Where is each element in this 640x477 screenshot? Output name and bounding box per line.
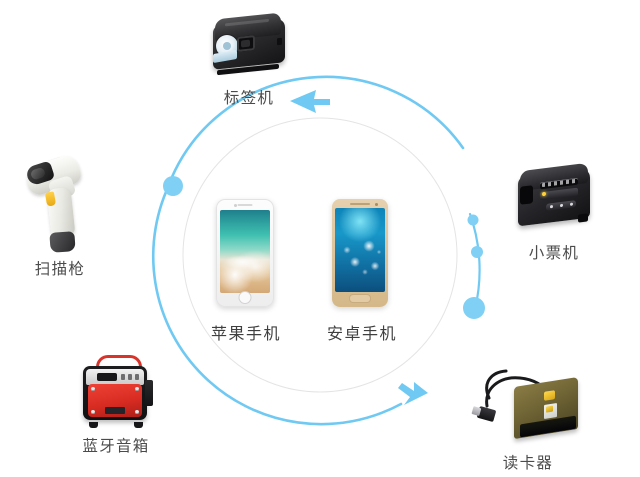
receipt-printer-label: 小票机 <box>528 245 580 262</box>
android-phone-device[interactable] <box>332 199 388 307</box>
label-printer-label: 标签机 <box>223 90 275 107</box>
receipt-printer-icon <box>510 160 598 234</box>
iphone-label: 苹果手机 <box>211 326 282 343</box>
iphone-home-button <box>238 291 252 304</box>
android-screen <box>335 208 385 292</box>
dot-right-lower <box>463 297 485 319</box>
bluetooth-speaker-label: 蓝牙音箱 <box>82 438 150 455</box>
peripheral-card-reader[interactable]: 读卡器 <box>468 368 588 472</box>
bottom-arrow-head <box>398 382 428 405</box>
top-arrow-head <box>290 90 330 113</box>
dot-left <box>163 176 183 196</box>
android-speaker-icon <box>350 203 370 205</box>
barcode-scanner-label: 扫描枪 <box>34 261 86 278</box>
card-reader-cable-loop <box>485 369 508 400</box>
barcode-scanner-icon <box>22 152 96 256</box>
peripheral-bluetooth-speaker[interactable]: 蓝牙音箱 <box>77 354 155 455</box>
dot-right-middle <box>471 246 483 258</box>
dot-right-upper <box>467 214 479 226</box>
android-phone-label: 安卓手机 <box>327 326 398 343</box>
orbit-arc-right <box>468 212 481 311</box>
peripheral-barcode-scanner[interactable]: 扫描枪 <box>22 152 96 278</box>
android-home-button <box>349 294 371 303</box>
inner-ring <box>182 117 458 393</box>
iphone-camera-icon <box>234 204 237 207</box>
iphone-speaker-icon <box>237 204 253 206</box>
iphone-device[interactable] <box>216 199 274 307</box>
peripheral-label-printer[interactable]: 标签机 <box>207 8 291 107</box>
orbit-arc-upper <box>170 75 465 179</box>
card-reader-label: 读卡器 <box>502 455 554 472</box>
card-reader-icon <box>468 368 588 456</box>
iphone-screen <box>220 210 270 293</box>
bluetooth-speaker-icon <box>77 354 155 430</box>
label-printer-icon <box>207 8 291 78</box>
peripheral-receipt-printer[interactable]: 小票机 <box>510 160 598 262</box>
android-camera-icon <box>375 202 378 206</box>
orbit-arc-lower <box>152 177 403 426</box>
